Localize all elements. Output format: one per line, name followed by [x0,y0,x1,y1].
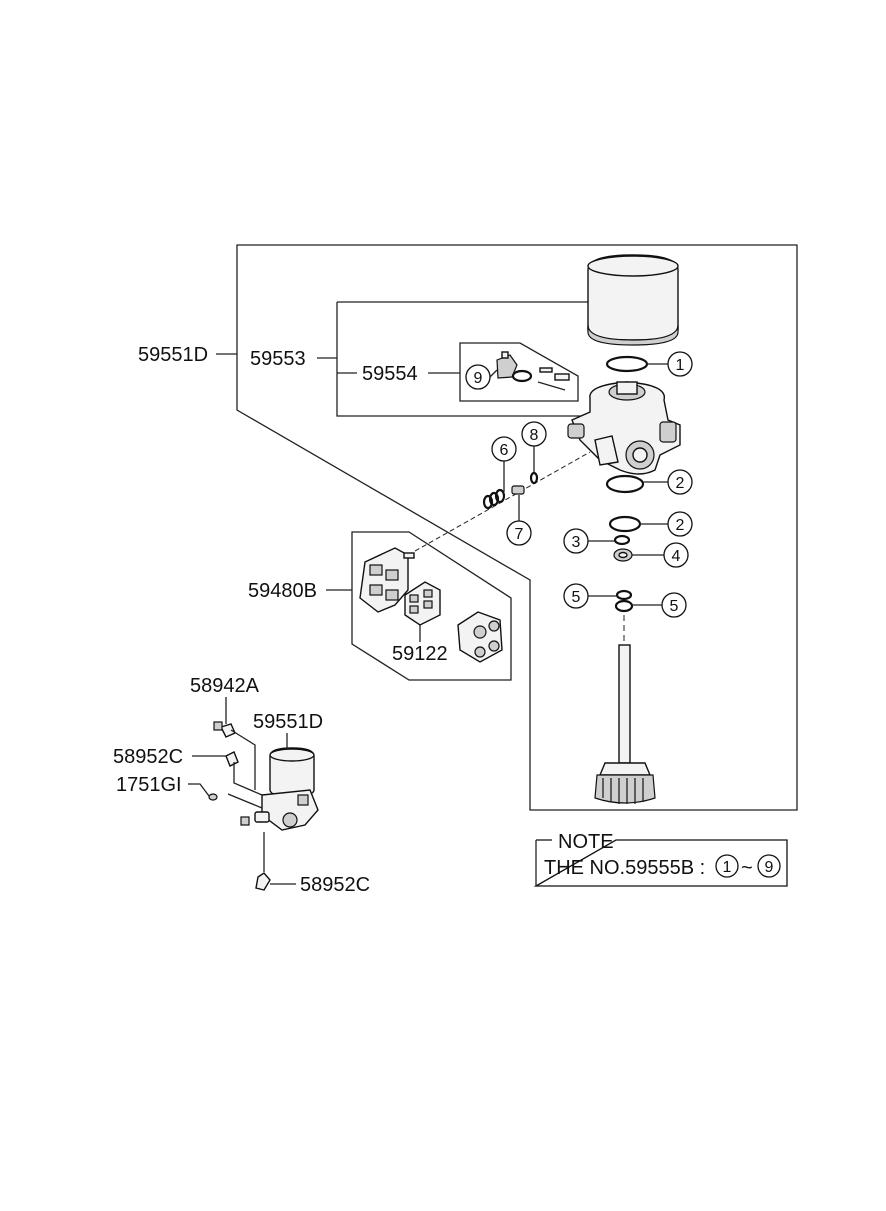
valve-frame [351,531,512,681]
label-1751GI: 1751GI [116,774,182,796]
label-59551D: 59551D [138,344,208,366]
fitting-58952C-lower [255,872,271,891]
elbow-fitting-58942A [213,721,236,738]
kit-contents [496,351,570,391]
note-range-start-circle [715,854,739,878]
callout-7-circle [506,520,532,546]
small-dryer-assembly [254,747,319,831]
callout-5a: 5 [572,589,581,606]
leader-c9 [489,369,498,378]
note-range-end: 9 [765,859,774,876]
bolt-shaft-with-base [594,644,656,804]
callout-2a: 2 [676,475,685,492]
leader-1751GI [188,783,210,797]
leader-58952C-upper-b [233,762,263,796]
callout-8: 8 [530,427,539,444]
label-59553: 59553 [250,348,306,370]
callout-2b-circle [667,511,693,537]
label-59480B: 59480B [248,580,317,602]
callout-1-circle [667,351,693,377]
label-59551D-small: 59551D [253,711,323,733]
callout-5b-circle [661,592,687,618]
callout-3-circle [563,528,589,554]
o-ring-2-upper [605,474,645,494]
callout-6: 6 [500,442,509,459]
assembly-frame [236,244,798,811]
callout-1: 1 [676,357,685,374]
callout-4-circle [663,542,689,568]
assembly-axis [407,451,591,556]
o-ring-5-upper [615,589,633,601]
label-58952C-upper: 58952C [113,746,183,768]
valve-block [359,547,415,613]
label-59554: 59554 [362,363,418,385]
note-range-end-circle [757,854,781,878]
dryer-housing [567,381,681,475]
kit-frame [459,342,579,402]
o-ring-1 [605,355,649,373]
callout-7: 7 [515,526,524,543]
note-box: NOTE THE NO.59555B : 1 ~ 9 [533,831,788,887]
label-58942A: 58942A [190,675,260,697]
piston-7 [511,485,525,495]
o-ring-5-lower [614,599,634,613]
spring-6 [482,488,506,510]
callout-5a-circle [563,583,589,609]
o-ring-2-lower [608,515,642,533]
callout-6-circle [491,436,517,462]
fitting-58952C-upper [225,751,239,767]
desiccant-cartridge [587,254,679,346]
callout-2a-circle [667,469,693,495]
valve-cover [457,611,503,663]
callout-8-circle [521,421,547,447]
note-text: THE NO.59555B : [544,857,705,879]
plug-1751GI [208,793,218,801]
housing-group-frame [336,301,592,417]
callout-4: 4 [672,548,681,565]
callout-9: 9 [474,370,483,387]
label-59122: 59122 [392,643,448,665]
leader-58942A-b [230,729,256,790]
callout-3: 3 [572,534,581,551]
side-fitting [240,816,250,826]
callout-5b: 5 [670,598,679,615]
o-ring-9 [511,369,533,383]
gasket-59122 [404,581,441,626]
label-58952C-lower: 58952C [300,874,370,896]
o-ring-3 [613,534,631,546]
note-title: NOTE [558,831,614,853]
leader-1751GI-b [227,793,263,809]
callout-2b: 2 [676,517,685,534]
note-range-start: 1 [723,859,732,876]
note-tilde: ~ [741,857,753,879]
o-ring-8 [529,471,539,485]
